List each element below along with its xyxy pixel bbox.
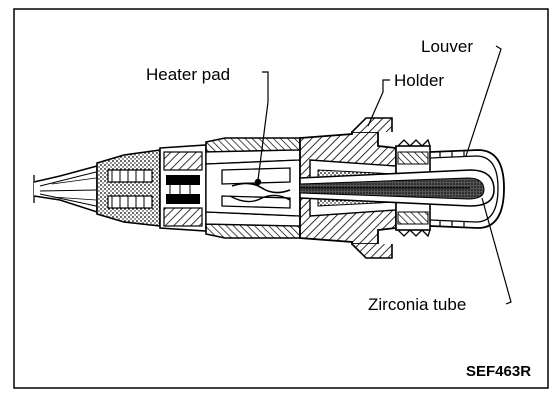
- connector-section: [159, 144, 207, 232]
- holder-label: Holder: [394, 71, 445, 90]
- rear-boot: [96, 149, 161, 227]
- inner-insulator: [205, 159, 301, 217]
- leader-line-louver: [465, 45, 502, 157]
- heater-pad-point: [254, 178, 262, 186]
- leader-line-heater-pad: [257, 71, 269, 181]
- leader-line-holder: [367, 79, 390, 127]
- leader-line-zirconia-tube: [481, 197, 512, 305]
- zirconia-tube-label: Zirconia tube: [368, 295, 467, 314]
- louver-cap: [429, 149, 505, 229]
- louver-label: Louver: [421, 37, 473, 56]
- heater-pad-label: Heater pad: [146, 65, 231, 84]
- zirconia-tube: [299, 169, 495, 207]
- wire-harness: [33, 165, 98, 214]
- figure-code: SEF463R: [466, 363, 532, 380]
- figure-frame: [13, 8, 549, 389]
